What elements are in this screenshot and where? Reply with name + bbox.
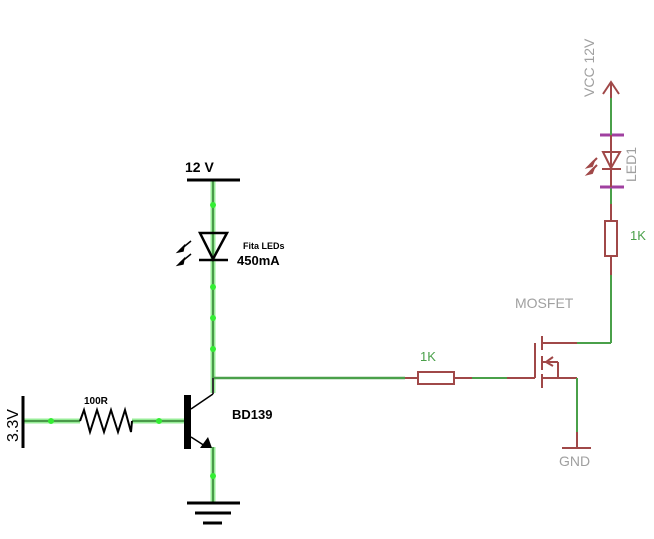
ground-symbol	[187, 501, 240, 525]
vcc-arrow-icon	[602, 80, 620, 95]
supply-3v3-label: 3.3V	[5, 409, 22, 442]
led1-symbol	[601, 135, 622, 187]
transistor-label: BD139	[232, 407, 272, 422]
drain-resistor-label: 1K	[630, 228, 646, 243]
mosfet-symbol	[534, 336, 577, 388]
wire-nodes	[48, 202, 216, 479]
gate-resistor-symbol	[417, 371, 455, 385]
vcc-label: VCC 12V	[581, 38, 597, 97]
light-emission-arrows-icon	[175, 240, 192, 267]
led1-emission-arrows-icon	[584, 157, 598, 176]
highlighted-wires	[23, 180, 216, 503]
led-strip-diode-symbol	[197, 231, 230, 262]
mosfet-label: MOSFET	[515, 295, 574, 311]
right-circuit: 1K MOSFET GND 1K LED1 VCC 12V	[405, 38, 646, 469]
gate-resistor-label: 1K	[420, 349, 436, 364]
led1-label: LED1	[623, 147, 639, 182]
wires	[23, 180, 405, 503]
led-strip-current-label: 450mA	[237, 253, 280, 268]
led-strip-name-label: Fita LEDs	[243, 241, 285, 251]
base-resistor-symbol	[79, 406, 133, 436]
drain-resistor-symbol	[604, 220, 618, 257]
left-circuit: 12 V Fita LEDs 450mA 100R BD139 3.3V	[5, 159, 405, 525]
ground-label: GND	[559, 453, 590, 469]
supply-12v-label: 12 V	[185, 159, 214, 175]
base-resistor-label: 100R	[84, 396, 109, 407]
bjt-transistor-symbol	[184, 378, 214, 449]
